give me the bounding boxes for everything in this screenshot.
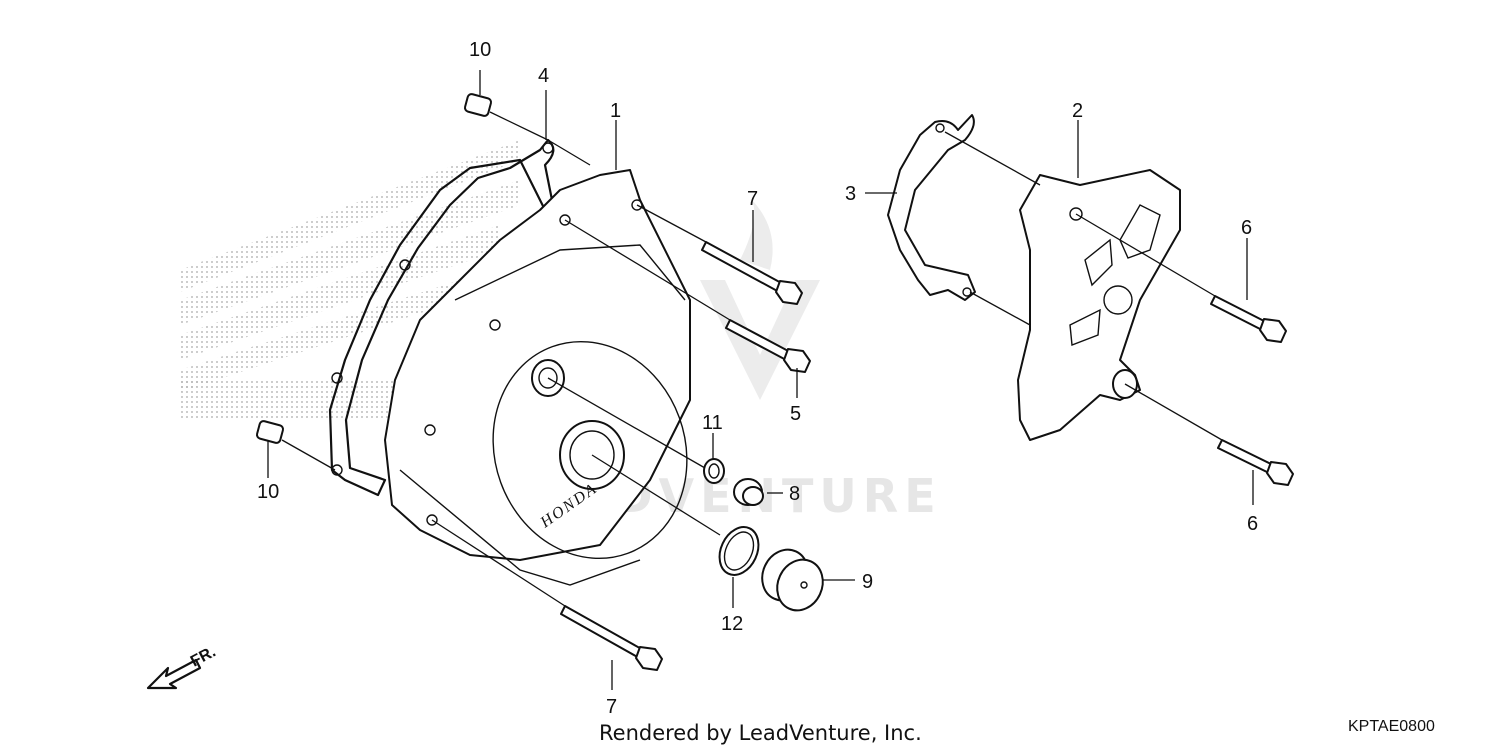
part-3-plate [887,114,976,301]
front-direction-arrow: FR. [146,643,219,690]
callout-2: 2 [1072,100,1083,122]
callout-6-upper: 6 [1241,217,1252,239]
callout-4: 4 [538,65,549,87]
part-9-cap [761,548,824,612]
part-10-dowel-pin-top [463,93,493,117]
diagram-code: KPTAE0800 [1348,718,1435,735]
callout-10-top: 10 [469,39,491,61]
part-2-sprocket-guard [1017,169,1181,441]
callout-6-lower: 6 [1247,513,1258,535]
callout-12: 12 [721,613,743,635]
part-12-o-ring [718,526,760,576]
part-8-cap [733,478,764,506]
callout-11: 11 [702,412,723,434]
part-7-bolt-upper [701,241,803,305]
part-6-bolt-upper [1210,295,1287,343]
part-5-bolt [725,319,811,373]
callout-1: 1 [610,100,621,122]
part-4-gasket [328,138,562,497]
part-6-bolt-lower [1217,439,1294,486]
callout-5: 5 [790,403,801,425]
callout-8: 8 [789,483,800,505]
part-1-crankcase-cover: HONDA [384,169,691,586]
callout-9: 9 [862,571,873,593]
callout-7-lower: 7 [606,696,617,718]
leader-lines [267,70,1254,690]
callout-3: 3 [845,183,856,205]
part-7-bolt-lower [560,605,663,671]
honda-wing-watermark [180,140,520,418]
callout-7-upper: 7 [747,188,758,210]
callout-10-bottom: 10 [257,481,279,503]
render-credit: Rendered by LeadVenture, Inc. [599,721,922,745]
callout-labels: 10 4 1 7 5 11 8 9 12 7 10 2 3 6 6 [257,39,1258,718]
part-11-o-ring [703,458,725,484]
part-10-dowel-pin-bottom [255,420,285,444]
